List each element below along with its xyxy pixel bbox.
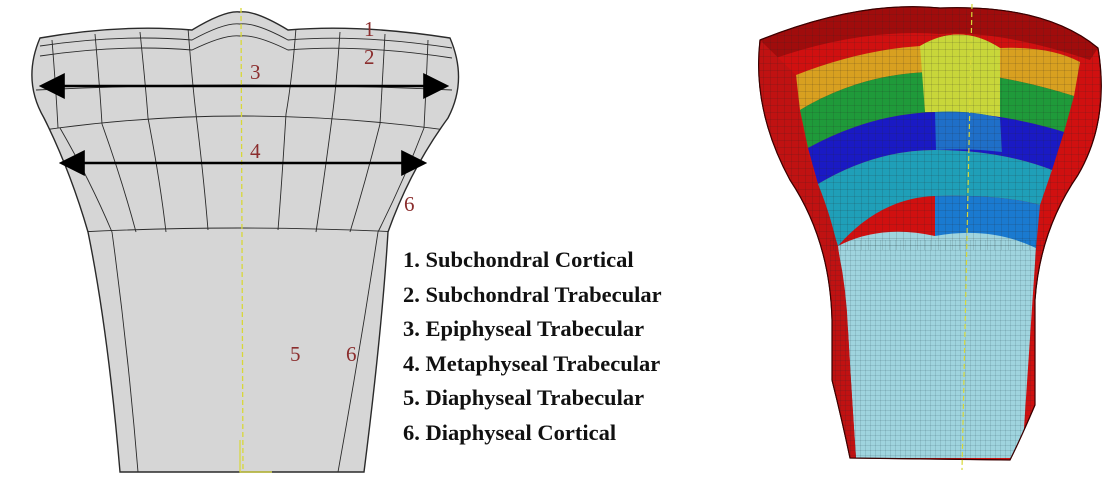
legend-item-4: 4. Metaphyseal Trabecular (403, 347, 662, 382)
legend-item-2: 2. Subchondral Trabecular (403, 278, 662, 313)
region-label-4: 4 (250, 139, 261, 163)
region-label-5: 5 (290, 342, 301, 366)
region-label-2: 2 (364, 45, 375, 69)
region-label-6-upper: 6 (404, 192, 415, 216)
legend-item-1: 1. Subchondral Cortical (403, 243, 662, 278)
legend-item-6: 6. Diaphyseal Cortical (403, 416, 662, 451)
region-label-6-lower: 6 (346, 342, 357, 366)
region-legend: 1. Subchondral Cortical 2. Subchondral T… (403, 243, 662, 450)
mesh-regions (740, 0, 1110, 470)
legend-item-3: 3. Epiphyseal Trabecular (403, 312, 662, 347)
section-outline (32, 12, 459, 472)
mesh-3d-model (740, 0, 1110, 470)
cross-section-diagram: 1 2 3 4 6 5 6 (30, 8, 460, 472)
region-label-1: 1 (364, 17, 375, 41)
region-label-3: 3 (250, 60, 261, 84)
legend-item-5: 5. Diaphyseal Trabecular (403, 381, 662, 416)
